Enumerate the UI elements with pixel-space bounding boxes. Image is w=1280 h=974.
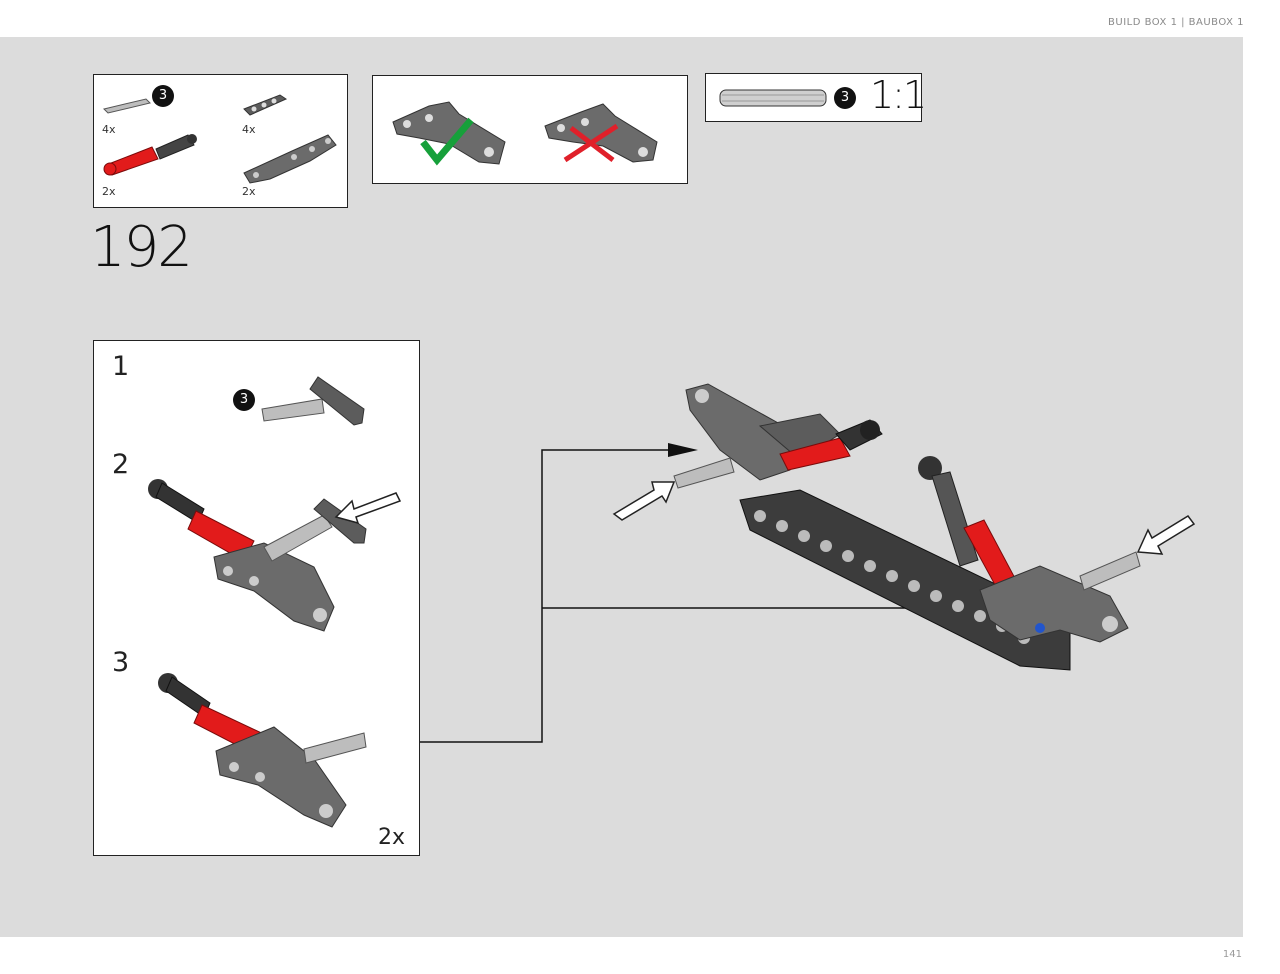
angled-beam-icon	[243, 134, 337, 184]
step-number: 192	[90, 215, 193, 280]
sub-step-number: 2	[112, 449, 130, 480]
insert-arrow-icon	[334, 492, 402, 525]
main-model-assembly	[673, 383, 1141, 671]
page-header: BUILD BOX 1 | BAUBOX 1	[1108, 17, 1244, 28]
part-qty-angled-beam: 2x	[242, 185, 256, 198]
wrong-orientation-part	[544, 103, 658, 163]
insert-arrow-icon	[612, 481, 676, 521]
part-length-badge: 3	[152, 85, 174, 107]
sub-step-2-assembly	[148, 479, 367, 632]
cross-icon	[563, 123, 619, 163]
page-number: 141	[1222, 949, 1242, 960]
axle-scale-icon	[719, 89, 827, 107]
correct-orientation-part	[392, 101, 506, 165]
sub-step-length-badge: 3	[233, 389, 255, 411]
axle-3-icon	[103, 98, 151, 114]
beam-3-icon	[243, 94, 288, 116]
sub-step-number: 3	[112, 647, 130, 678]
parts-list-box: 3 4x 4x 2x 2x	[93, 74, 348, 208]
sub-assembly-multiplier: 2x	[378, 825, 406, 850]
insert-arrow-icon	[1136, 515, 1196, 555]
sub-step-1-parts	[261, 376, 365, 426]
part-qty-beam: 4x	[242, 123, 256, 136]
part-qty-axle: 4x	[102, 123, 116, 136]
scale-length-badge: 3	[834, 87, 856, 109]
check-icon	[420, 117, 474, 166]
shock-absorber-icon	[103, 134, 197, 176]
part-qty-shock: 2x	[102, 185, 116, 198]
sub-step-3-assembly	[158, 673, 367, 828]
sub-step-number: 1	[112, 351, 130, 382]
scale-ratio: 1:1	[870, 73, 927, 117]
sub-assembly-box: 1 3 2 3 2x	[93, 340, 420, 856]
orientation-hint-box	[372, 75, 688, 184]
scale-callout-box: 3 1:1	[705, 73, 927, 122]
